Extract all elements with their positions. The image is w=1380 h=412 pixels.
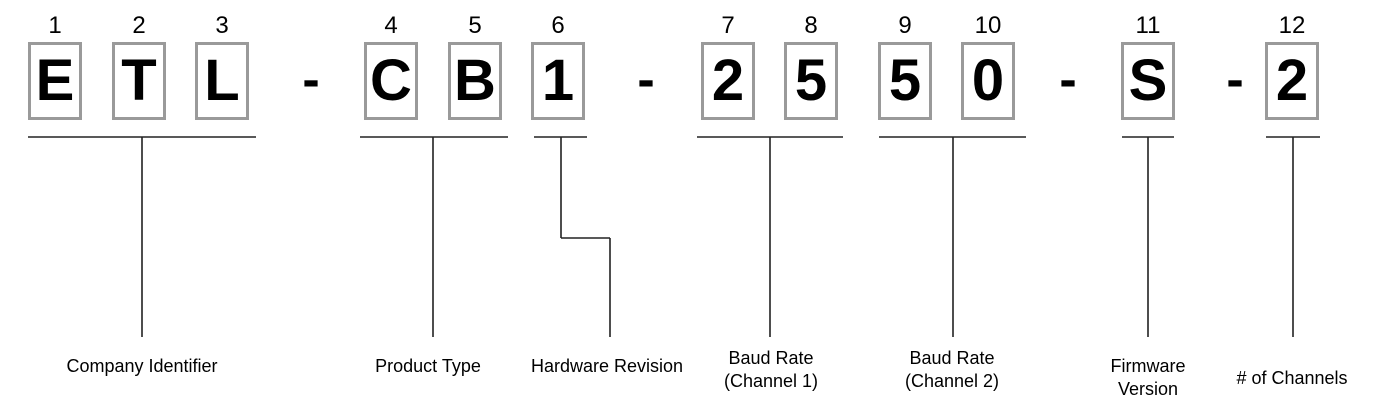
- bracket-firmware-version: [1122, 136, 1174, 337]
- char-box-8: 5: [784, 42, 838, 120]
- char-box-6: 1: [531, 42, 585, 120]
- position-number-12: 12: [1278, 12, 1306, 39]
- bracket-product-type: [360, 136, 508, 337]
- position-number-3: 3: [215, 12, 229, 39]
- position-number-2: 2: [132, 12, 146, 39]
- position-number-6: 6: [551, 12, 565, 39]
- bracket-company-identifier: [28, 136, 256, 337]
- char-box-2: T: [112, 42, 166, 120]
- char-box-3: L: [195, 42, 249, 120]
- char-box-4: C: [364, 42, 418, 120]
- bracket-num-channels: [1266, 136, 1320, 337]
- char-box-10: 0: [961, 42, 1015, 120]
- char-box-7: 2: [701, 42, 755, 120]
- label-product-type: Product Type: [375, 356, 481, 376]
- separator-dash-3: -: [1059, 51, 1077, 109]
- bracket-baud-rate-ch1: [697, 136, 843, 337]
- label-firmware-version: Firmware Version: [1110, 356, 1186, 399]
- label-num-channels: # of Channels: [1236, 368, 1348, 388]
- char-box-12: 2: [1265, 42, 1319, 120]
- position-number-5: 5: [468, 12, 482, 39]
- position-number-11: 11: [1135, 12, 1161, 39]
- position-number-4: 4: [384, 12, 398, 39]
- label-baud-rate-ch1: Baud Rate (Channel 1): [723, 348, 819, 391]
- position-number-7: 7: [721, 12, 735, 39]
- label-hardware-revision: Hardware Revision: [530, 356, 684, 376]
- label-baud-rate-ch2: Baud Rate (Channel 2): [904, 348, 1000, 391]
- label-company-identifier: Company Identifier: [66, 356, 218, 376]
- separator-dash-2: -: [637, 51, 655, 109]
- position-number-9: 9: [898, 12, 912, 39]
- separator-dash-1: -: [302, 51, 320, 109]
- separator-dash-4: -: [1226, 51, 1244, 109]
- bracket-hardware-revision: [534, 136, 611, 337]
- position-number-8: 8: [804, 12, 818, 39]
- bracket-baud-rate-ch2: [879, 136, 1026, 337]
- char-box-1: E: [28, 42, 82, 120]
- position-number-1: 1: [48, 12, 62, 39]
- char-box-9: 5: [878, 42, 932, 120]
- position-number-10: 10: [974, 12, 1002, 39]
- char-box-5: B: [448, 42, 502, 120]
- char-box-11: S: [1121, 42, 1175, 120]
